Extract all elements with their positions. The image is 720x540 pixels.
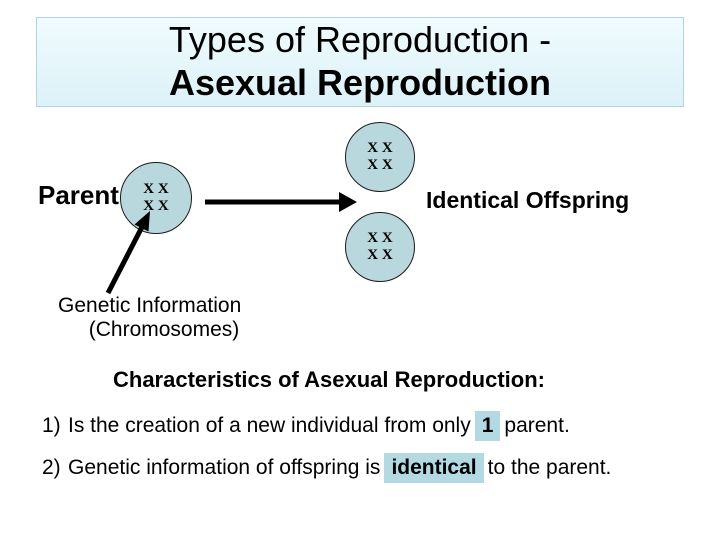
parent-label: Parent — [38, 180, 119, 210]
chromosome-row: X X — [367, 140, 393, 156]
title-line-2: Asexual Reproduction — [168, 62, 552, 103]
chromosome-row: X X — [143, 198, 169, 214]
chromosome-row: X X — [143, 181, 169, 197]
title-box: Types of Reproduction - Asexual Reproduc… — [36, 17, 684, 107]
item-1-number: 1) — [42, 414, 61, 437]
chromosome-row: X X — [367, 247, 393, 263]
chromosome-row: X X — [367, 230, 393, 246]
item-2-number: 2) — [42, 456, 61, 479]
genetic-information-label: Genetic Information (Chromosomes) — [58, 294, 270, 342]
offspring-cell-top: X X X X — [345, 122, 415, 192]
genetic-information-line-2: (Chromosomes) — [88, 318, 240, 341]
item-2-text-after: to the parent. — [487, 456, 612, 479]
item-2-highlight: identical — [384, 453, 484, 483]
item-1-text-after: parent. — [504, 414, 570, 437]
characteristic-item-1: 1) Is the creation of a new individual fr… — [42, 411, 720, 441]
item-2-text-before: Genetic information of offspring is — [68, 456, 381, 479]
item-1-text-before: Is the creation of a new individual from… — [68, 414, 471, 437]
identical-offspring-label: Identical Offspring — [426, 187, 630, 213]
title-line-1: Types of Reproduction - — [168, 19, 552, 60]
parent-cell: X X X X — [120, 162, 192, 234]
offspring-cell-bottom: X X X X — [345, 212, 415, 282]
characteristics-heading: Characteristics of Asexual Reproduction: — [113, 367, 545, 392]
chromosome-row: X X — [367, 157, 393, 173]
genetic-information-line-1: Genetic Information — [58, 294, 242, 317]
item-1-highlight: 1 — [474, 411, 501, 441]
arrow-right-icon — [205, 192, 357, 212]
